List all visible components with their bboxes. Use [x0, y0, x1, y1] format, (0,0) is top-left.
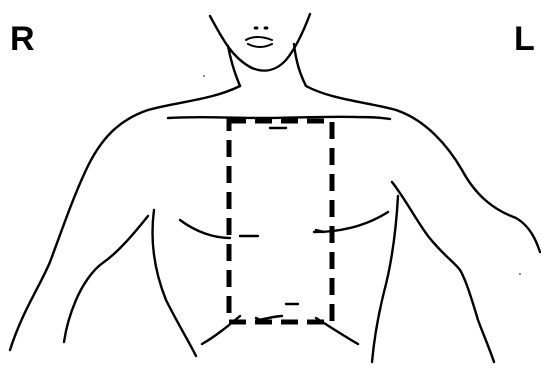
patient-right-label: R [10, 22, 35, 56]
nostril-right [264, 26, 269, 29]
xiphoid-mark [256, 304, 298, 322]
left-torso-side [372, 196, 398, 362]
left-arm-inner [392, 182, 494, 362]
neck-right [228, 46, 240, 86]
dashed-sternum-box [229, 121, 332, 322]
nostril-left [254, 26, 259, 29]
right-torso-side [153, 210, 197, 356]
speck-mark [203, 75, 205, 77]
lower-rib-arc [202, 316, 358, 344]
mouth-lower [248, 44, 272, 47]
speck-mark-2 [519, 273, 521, 275]
pectoral-right [180, 220, 230, 238]
patient-left-label: L [514, 22, 535, 56]
pectoral-left [314, 212, 388, 232]
right-arm-inner [64, 216, 148, 342]
shoulder-right [10, 86, 240, 350]
jaw-line [210, 14, 310, 71]
clavicle-line [168, 117, 390, 119]
neck-left [294, 44, 306, 86]
mouth-upper [246, 37, 272, 40]
